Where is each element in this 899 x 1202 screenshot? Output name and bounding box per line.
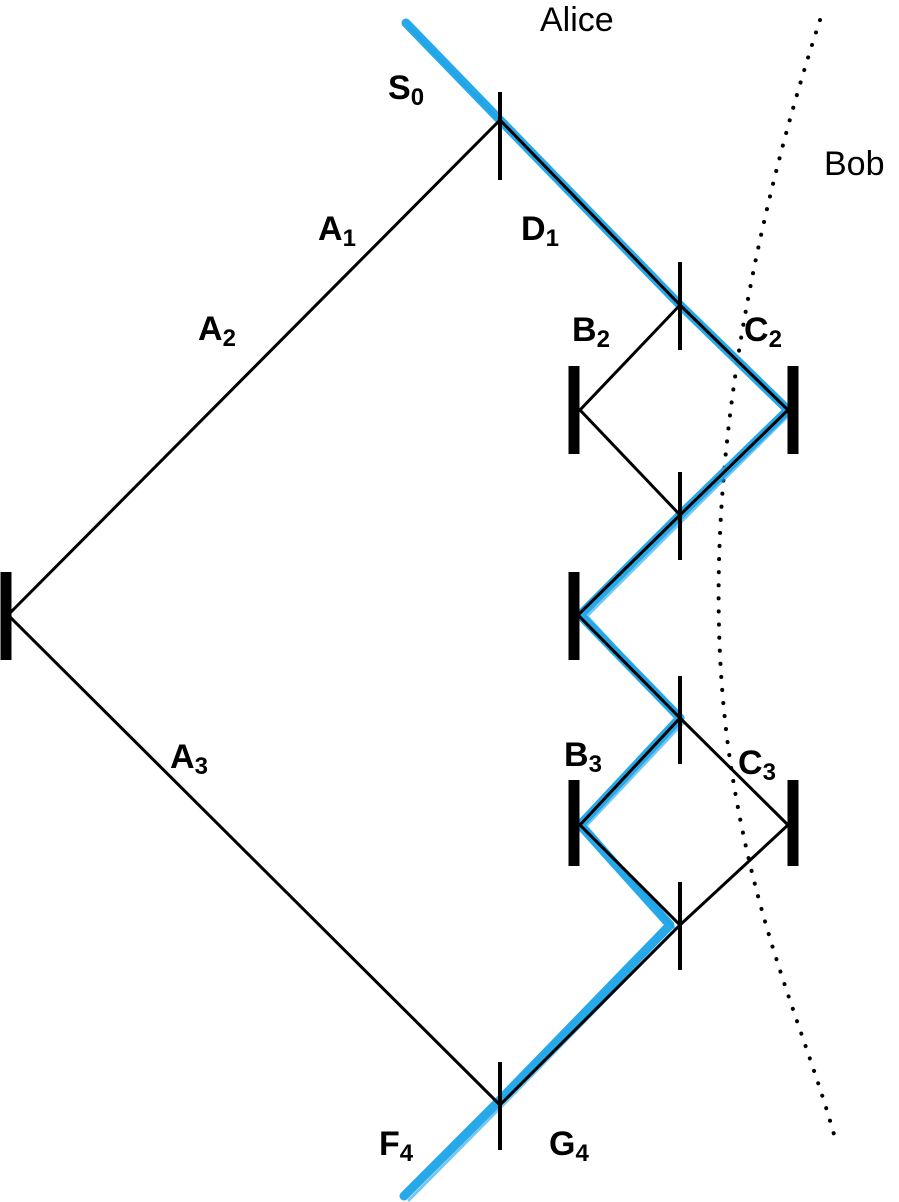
label-g4-main: G xyxy=(549,1125,575,1163)
region-label-alice: Alice xyxy=(540,1,614,39)
label-a2-main: A xyxy=(198,310,223,348)
label-d1-main: D xyxy=(521,210,546,248)
label-f4-sub: 4 xyxy=(400,1140,414,1167)
label-b3: B3 xyxy=(564,736,602,778)
label-a2: A2 xyxy=(198,310,236,352)
alice-bob-boundary xyxy=(716,18,837,1140)
label-f4-main: F xyxy=(379,1125,400,1163)
label-d1: D1 xyxy=(521,210,559,252)
label-c3: C3 xyxy=(738,744,776,786)
label-c3-sub: 3 xyxy=(763,759,776,786)
label-c2-main: C xyxy=(744,311,769,349)
label-c2: C2 xyxy=(744,311,782,353)
label-d1-sub: 1 xyxy=(546,225,559,252)
label-b2: B2 xyxy=(572,311,610,353)
label-b2-main: B xyxy=(572,311,597,349)
label-a2-sub: 2 xyxy=(223,325,236,352)
label-c3-main: C xyxy=(738,744,763,782)
region-label-bob: Bob xyxy=(824,145,885,183)
label-b2-sub: 2 xyxy=(597,326,610,353)
node-labels: S0 A1 A2 A3 D1 B2 C2 B3 C3 F4 G4 xyxy=(170,69,782,1167)
highlighted-path-main xyxy=(399,18,793,1201)
label-a3-main: A xyxy=(170,738,195,776)
label-s0-main: S xyxy=(388,69,411,107)
label-a1-main: A xyxy=(318,210,343,248)
label-b3-main: B xyxy=(564,736,589,774)
inner-zigzag xyxy=(575,513,682,720)
label-f4: F4 xyxy=(379,1125,414,1167)
highlighted-path-edge xyxy=(407,26,794,1202)
beam-splitters xyxy=(498,92,682,1150)
label-s0: S0 xyxy=(388,69,424,111)
label-g4: G4 xyxy=(549,1125,589,1167)
inner-arm-g4 xyxy=(498,923,682,1107)
mirrors xyxy=(0,366,799,866)
label-b3-sub: 3 xyxy=(589,751,602,778)
label-c2-sub: 2 xyxy=(769,326,782,353)
beam-lines xyxy=(5,118,791,1107)
outer-arm-a xyxy=(5,118,502,1107)
label-a3: A3 xyxy=(170,738,208,780)
label-s0-sub: 0 xyxy=(411,84,424,111)
highlighted-path xyxy=(399,18,794,1202)
label-a1: A1 xyxy=(318,210,356,252)
label-a1-sub: 1 xyxy=(343,225,356,252)
label-a3-sub: 3 xyxy=(195,753,208,780)
label-g4-sub: 4 xyxy=(575,1140,589,1167)
inner-arm-d1 xyxy=(498,118,682,307)
